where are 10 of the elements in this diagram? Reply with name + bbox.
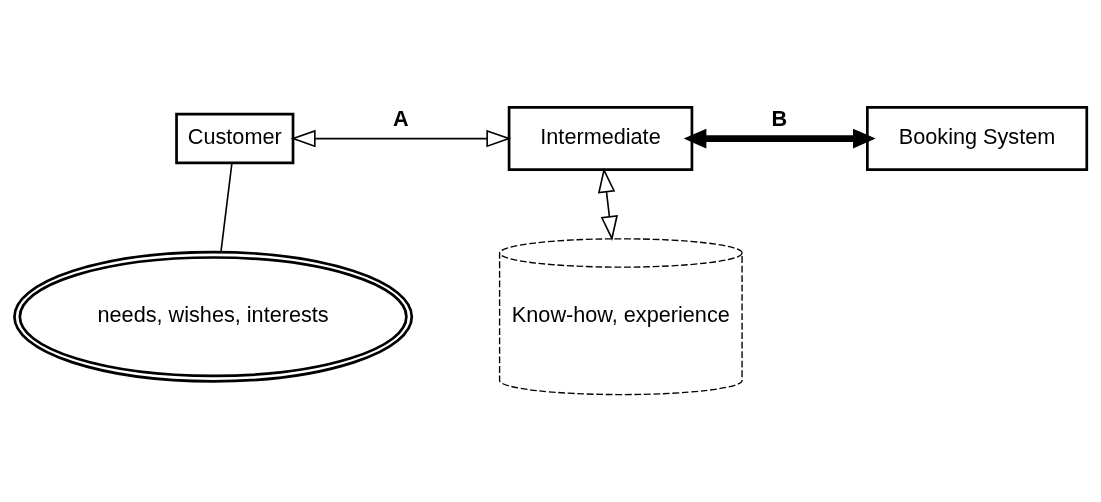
edge-label: A bbox=[392, 106, 409, 132]
node-box: Customer bbox=[175, 112, 295, 165]
edge-label: B bbox=[771, 106, 788, 132]
arrow bbox=[290, 129, 512, 148]
connector bbox=[220, 162, 233, 253]
arrow bbox=[597, 167, 618, 241]
node-box: Intermediate bbox=[507, 106, 694, 172]
node-box: Booking System bbox=[866, 106, 1089, 172]
node-ellipse: needs, wishes, interests bbox=[13, 250, 414, 383]
arrow bbox=[683, 128, 876, 149]
